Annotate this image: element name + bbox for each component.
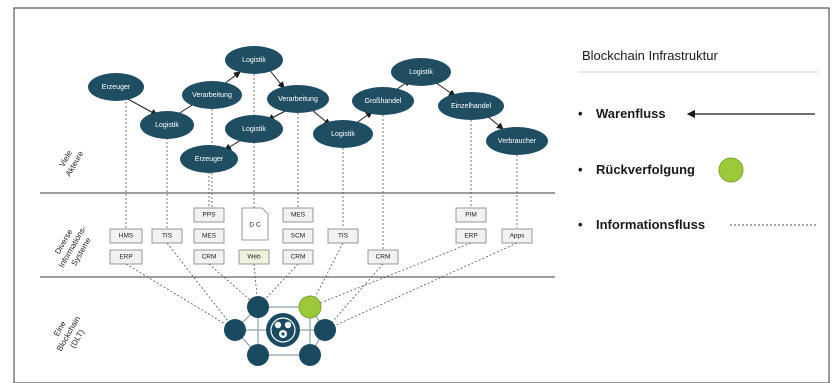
- actor-label: Logistik: [242, 57, 266, 64]
- system-box[interactable]: Web: [238, 249, 270, 265]
- legend-title: Blockchain Infrastruktur: [582, 48, 719, 63]
- actor-node[interactable]: Logistik: [140, 111, 194, 139]
- system-label: PPS: [202, 212, 216, 219]
- actor-node[interactable]: Logistik: [313, 120, 373, 148]
- system-box[interactable]: ERP: [109, 249, 143, 265]
- actor-node[interactable]: Verbraucher: [486, 127, 548, 155]
- actor-node[interactable]: Einzelhandel: [438, 92, 504, 120]
- blockchain-network: [224, 295, 336, 366]
- actor-label: Verarbeitung: [278, 96, 318, 103]
- actor-label: Einzelhandel: [451, 103, 492, 110]
- system-label: D C: [249, 222, 261, 229]
- blockchain-node[interactable]: [224, 319, 246, 341]
- system-label: MES: [291, 212, 306, 219]
- actor-node[interactable]: Erzeuger: [88, 73, 144, 101]
- system-boxes: HMS ERP TIS PPS MES CRM D C Web: [109, 207, 533, 265]
- system-label: PIM: [465, 212, 477, 219]
- side-label-blockchain: Eine Blockchain (DLT): [52, 315, 86, 353]
- actor-label: Verarbeitung: [192, 92, 232, 99]
- legend-label-rueckverfolgung: Rückverfolgung: [596, 162, 695, 177]
- system-label: TIS: [162, 233, 173, 240]
- system-box[interactable]: CRM: [193, 249, 225, 265]
- system-box[interactable]: HMS: [109, 228, 143, 244]
- legend-bullet: •: [578, 217, 583, 232]
- system-label: ERP: [119, 254, 132, 261]
- blockchain-node[interactable]: [314, 319, 336, 341]
- blockchain-node[interactable]: [247, 344, 269, 366]
- diagram-frame: [13, 7, 830, 383]
- system-box[interactable]: MES: [193, 228, 225, 244]
- actor-label: Logistik: [155, 122, 179, 129]
- actor-label: Erzeuger: [195, 156, 224, 163]
- legend-label-warenfluss: Warenfluss: [596, 106, 666, 121]
- system-box[interactable]: MES: [282, 207, 314, 223]
- system-box[interactable]: PPS: [193, 207, 225, 223]
- system-box-document[interactable]: D C: [241, 207, 269, 241]
- system-box[interactable]: PIM: [455, 207, 487, 223]
- actor-node[interactable]: Logistik: [391, 58, 451, 86]
- legend: Blockchain Infrastruktur • Warenfluss • …: [578, 48, 818, 232]
- rueckverfolgung-circle-icon: [718, 157, 744, 183]
- system-label: TIS: [338, 233, 349, 240]
- actor-node[interactable]: Großhandel: [352, 87, 414, 115]
- system-box[interactable]: Apps: [501, 228, 533, 244]
- legend-bullet: •: [578, 162, 583, 177]
- actor-label: Logistik: [331, 131, 355, 138]
- actor-node[interactable]: Erzeuger: [180, 145, 238, 173]
- system-label: ERP: [464, 233, 477, 240]
- system-label: CRM: [291, 254, 306, 261]
- system-box[interactable]: CRM: [367, 249, 399, 265]
- system-label: Web: [247, 254, 261, 261]
- actor-node[interactable]: Logistik: [225, 115, 283, 143]
- actor-label: Logistik: [242, 126, 266, 133]
- information-flow-lines: [125, 74, 518, 331]
- system-box[interactable]: SCM: [282, 228, 314, 244]
- legend-bullet: •: [578, 106, 583, 121]
- system-box[interactable]: CRM: [282, 249, 314, 265]
- actor-node[interactable]: Verarbeitung: [267, 85, 329, 113]
- system-box[interactable]: TIS: [327, 228, 359, 244]
- actor-node[interactable]: Logistik: [225, 46, 283, 74]
- side-label-actors: Viele Akteure: [58, 148, 86, 178]
- blockchain-node[interactable]: [247, 296, 269, 318]
- system-label: CRM: [202, 254, 217, 261]
- blockchain-node[interactable]: [299, 344, 321, 366]
- system-label: MES: [202, 233, 217, 240]
- side-label-systems: Diverse Informations- Systeme: [53, 224, 93, 269]
- legend-label-informationsfluss: Informationsfluss: [596, 217, 705, 232]
- actor-label: Großhandel: [365, 98, 402, 105]
- system-box[interactable]: ERP: [455, 228, 487, 244]
- actor-node[interactable]: Verarbeitung: [182, 81, 242, 109]
- system-label: CRM: [376, 254, 391, 261]
- trace-node[interactable]: [298, 295, 322, 319]
- system-box[interactable]: TIS: [151, 228, 183, 244]
- blockchain-hub-icon: [266, 313, 300, 347]
- system-label: HMS: [119, 233, 134, 240]
- system-label: SCM: [291, 233, 305, 240]
- system-label: Apps: [510, 233, 526, 240]
- actor-label: Logistik: [409, 69, 433, 76]
- actor-label: Verbraucher: [498, 138, 537, 145]
- actor-label: Erzeuger: [102, 84, 131, 91]
- actor-nodes: Erzeuger Logistik Verarbeitung Logistik …: [88, 46, 548, 173]
